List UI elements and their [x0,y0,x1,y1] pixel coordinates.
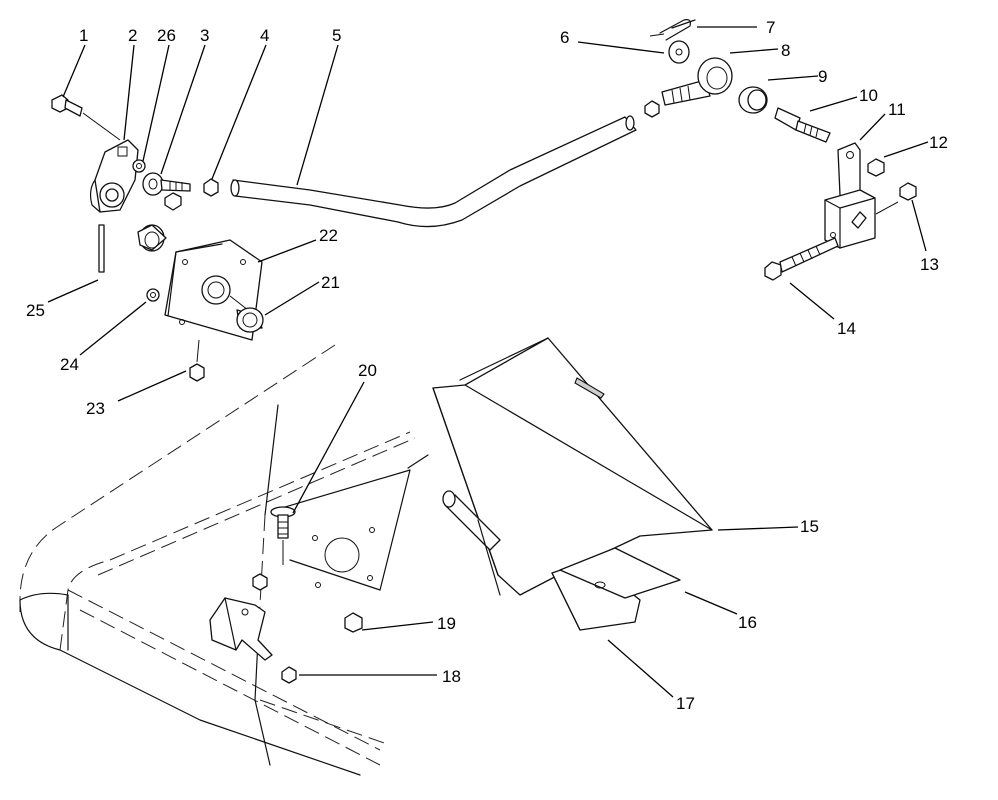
callout-23: 23 [86,399,105,418]
callout-22: 22 [319,226,338,245]
callout-8: 8 [781,41,790,60]
callout-13: 13 [920,255,939,274]
nut-13 [899,182,917,201]
callout-19: 19 [437,614,456,633]
block [824,189,899,249]
pin-10 [774,107,831,143]
bolt-1 [51,94,121,141]
callout-18: 18 [442,667,461,686]
washer-26 [132,159,146,173]
rod-end-8 [661,57,733,106]
callout-11: 11 [888,100,906,119]
callout-3: 3 [200,26,209,45]
callout-20: 20 [358,361,377,380]
bracket-lower [209,597,273,661]
clip-7 [649,19,696,41]
nut-12 [867,158,885,177]
callout-2: 2 [128,26,137,45]
bolt-23 [189,339,205,382]
callout-26: 26 [157,26,176,45]
bolt-14 [764,237,839,281]
callout-9: 9 [818,67,827,86]
pivot-arm [89,139,139,213]
callout-24: 24 [60,355,79,374]
callout-10: 10 [859,86,878,105]
bushing-left [137,224,167,252]
callout-14: 14 [837,319,856,338]
callout-4: 4 [260,26,269,45]
frame-outline [19,344,429,776]
callout-17: 17 [676,694,695,713]
bushing-21 [236,307,264,333]
nut-left-of-8 [644,100,660,118]
pin-25 [98,224,105,273]
pivot-shaft [442,490,501,596]
callout-1: 1 [79,26,88,45]
rod-5 [230,115,637,228]
pad-16 [559,547,681,599]
callout-labels: 1 2 26 3 4 5 6 7 8 9 10 11 12 13 14 15 1… [26,18,948,713]
washer-6 [668,40,690,64]
callout-16: 16 [738,613,757,632]
nut-near-20 [252,573,268,591]
callout-5: 5 [332,26,341,45]
leader-lines [47,26,929,698]
nut-24 [146,288,160,302]
rod-end-3 [142,172,191,196]
callout-12: 12 [929,133,948,152]
nut-under-3 [164,192,182,211]
callout-25: 25 [26,301,45,320]
plate-15 [432,337,713,596]
callout-15: 15 [800,517,819,536]
nut-4 [203,178,219,197]
nut-18 [281,666,297,684]
bolt-20 [270,506,296,565]
callout-6: 6 [560,28,569,47]
bushing-9 [738,86,768,114]
callout-21: 21 [321,273,340,292]
callout-7: 7 [766,18,775,37]
bolt-19 [344,612,363,633]
